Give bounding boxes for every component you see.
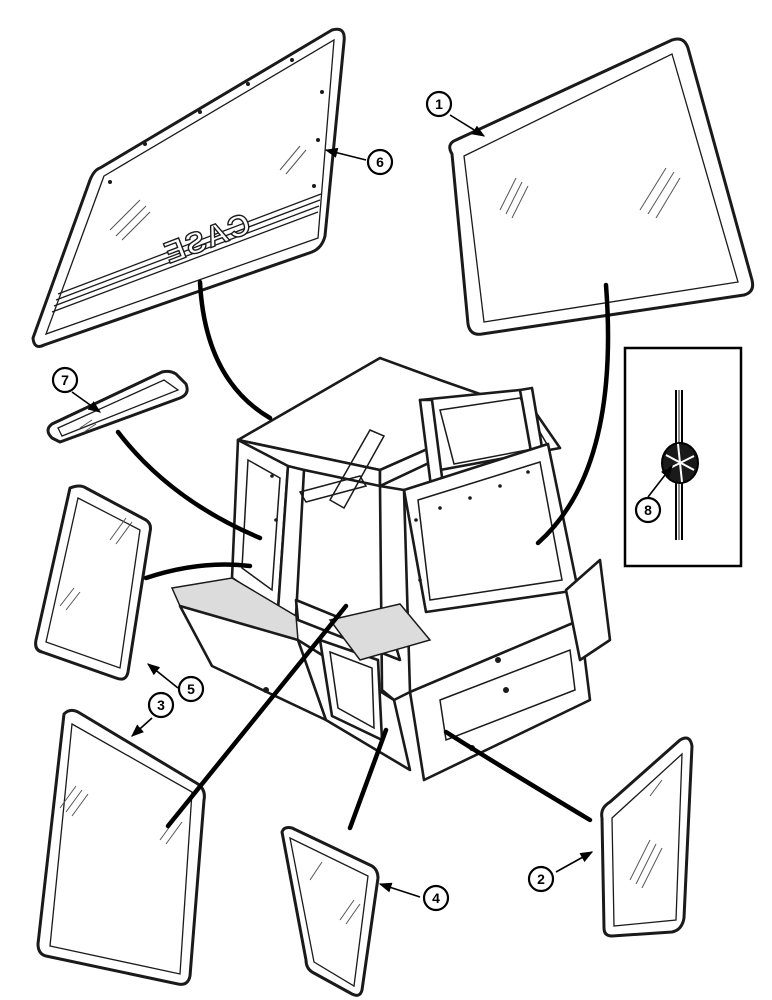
seal-detail-inset (623, 346, 743, 568)
roof-glass-stripes (51, 193, 322, 313)
svg-text:6: 6 (376, 154, 384, 170)
side-glass-part-5 (34, 484, 152, 681)
svg-text:1: 1 (435, 96, 443, 112)
svg-text:4: 4 (432, 890, 440, 906)
cab-frame (170, 356, 612, 782)
leader-lines (115, 279, 611, 831)
front-glass-part-3 (36, 708, 206, 986)
callout-arrows (71, 114, 673, 898)
callout-1: 1 (425, 90, 453, 118)
callout-3: 3 (147, 691, 175, 719)
front-upper-glass-part-7 (46, 369, 189, 444)
svg-text:7: 7 (61, 372, 69, 388)
side-glass-part-1 (448, 37, 755, 336)
callout-6: 6 (366, 148, 394, 176)
rear-glass-part-2 (600, 736, 694, 938)
svg-text:5: 5 (187, 681, 195, 697)
callout-2: 2 (527, 865, 555, 893)
svg-text:8: 8 (644, 502, 652, 518)
roof-glass-part-6: CASE (31, 27, 346, 348)
callout-8: 8 (634, 496, 662, 524)
callout-5: 5 (177, 675, 205, 703)
svg-text:2: 2 (537, 871, 545, 887)
door-glass-part-4 (280, 826, 380, 997)
callout-4: 4 (422, 884, 450, 912)
svg-text:3: 3 (157, 697, 165, 713)
callout-7: 7 (51, 366, 79, 394)
